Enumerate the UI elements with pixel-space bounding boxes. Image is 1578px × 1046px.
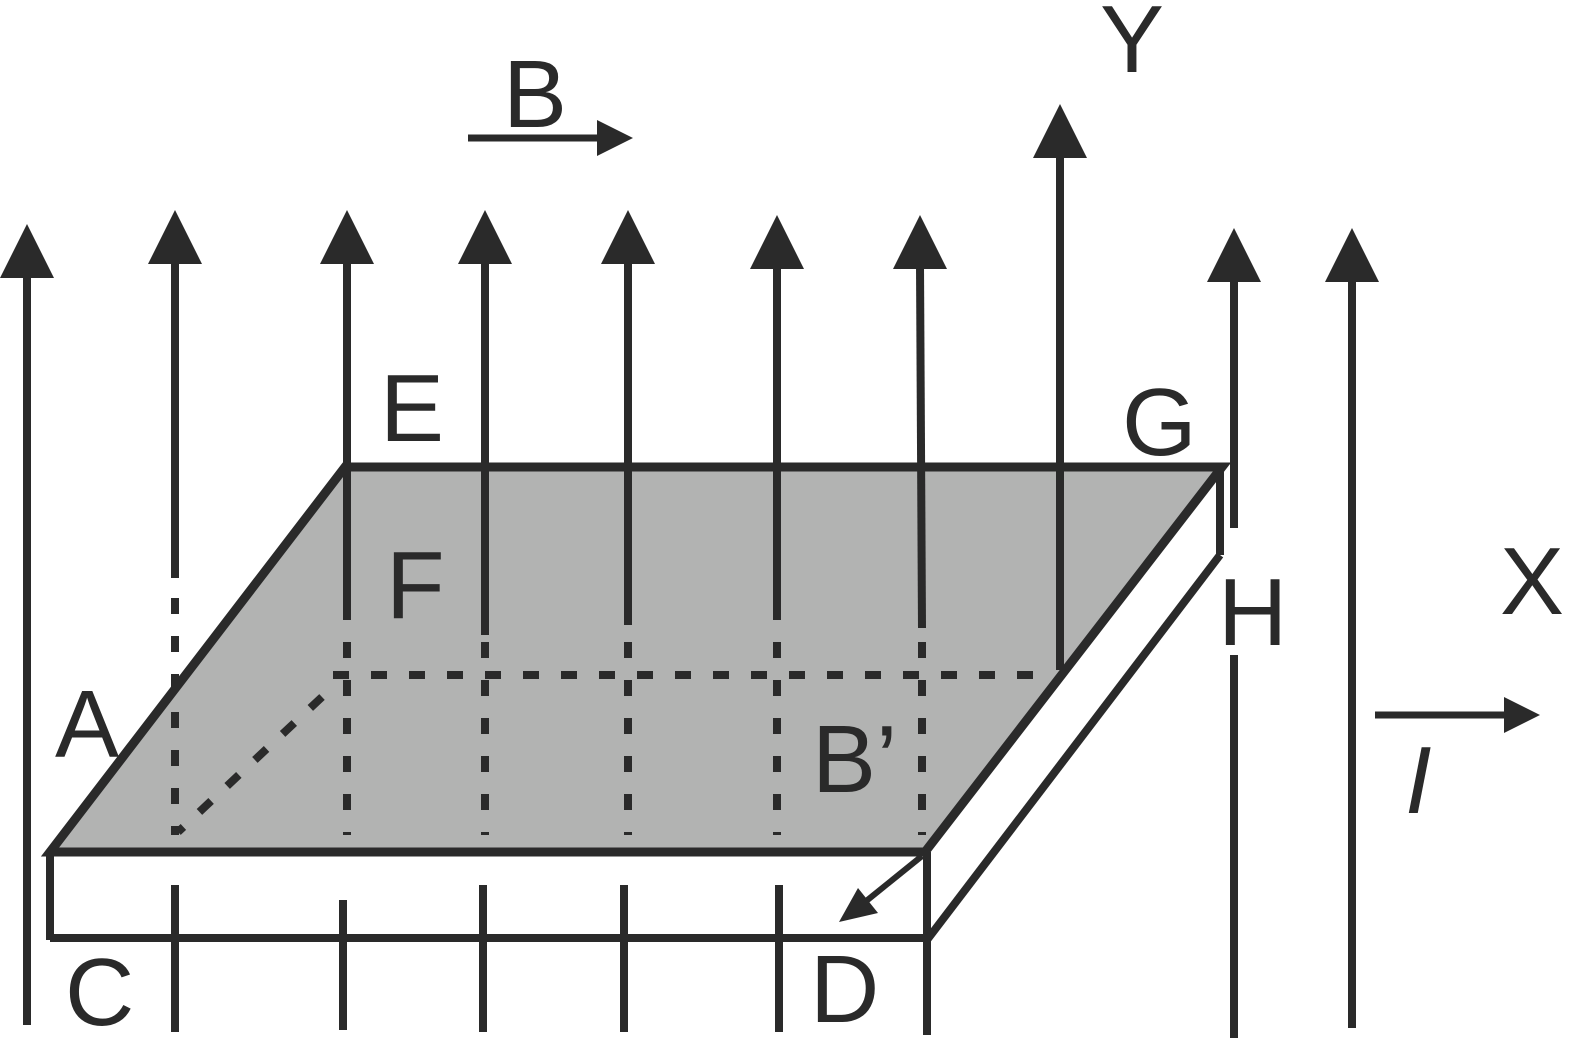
label-c: C	[65, 939, 134, 1046]
label-x: X	[1500, 528, 1564, 635]
label-a: A	[55, 671, 119, 778]
label-y: Y	[1100, 0, 1164, 93]
label-f: F	[386, 532, 445, 639]
plate-top-face	[40, 462, 1232, 857]
dashed-diagonal	[175, 694, 325, 835]
magnetic-field-lines	[0, 104, 1379, 1038]
x-axis-arrow	[1375, 697, 1540, 733]
plate-front-face	[46, 852, 931, 1035]
label-e: E	[380, 355, 444, 462]
label-h: H	[1218, 559, 1287, 666]
plate-side-face	[923, 467, 1224, 943]
label-g: G	[1122, 369, 1197, 476]
current-direction-arrow	[839, 853, 924, 922]
label-d: D	[810, 936, 879, 1043]
label-b: B	[503, 41, 567, 148]
label-b-prime: B’	[812, 706, 897, 813]
label-i: I	[1405, 727, 1432, 834]
b-field-arrow	[468, 120, 633, 156]
